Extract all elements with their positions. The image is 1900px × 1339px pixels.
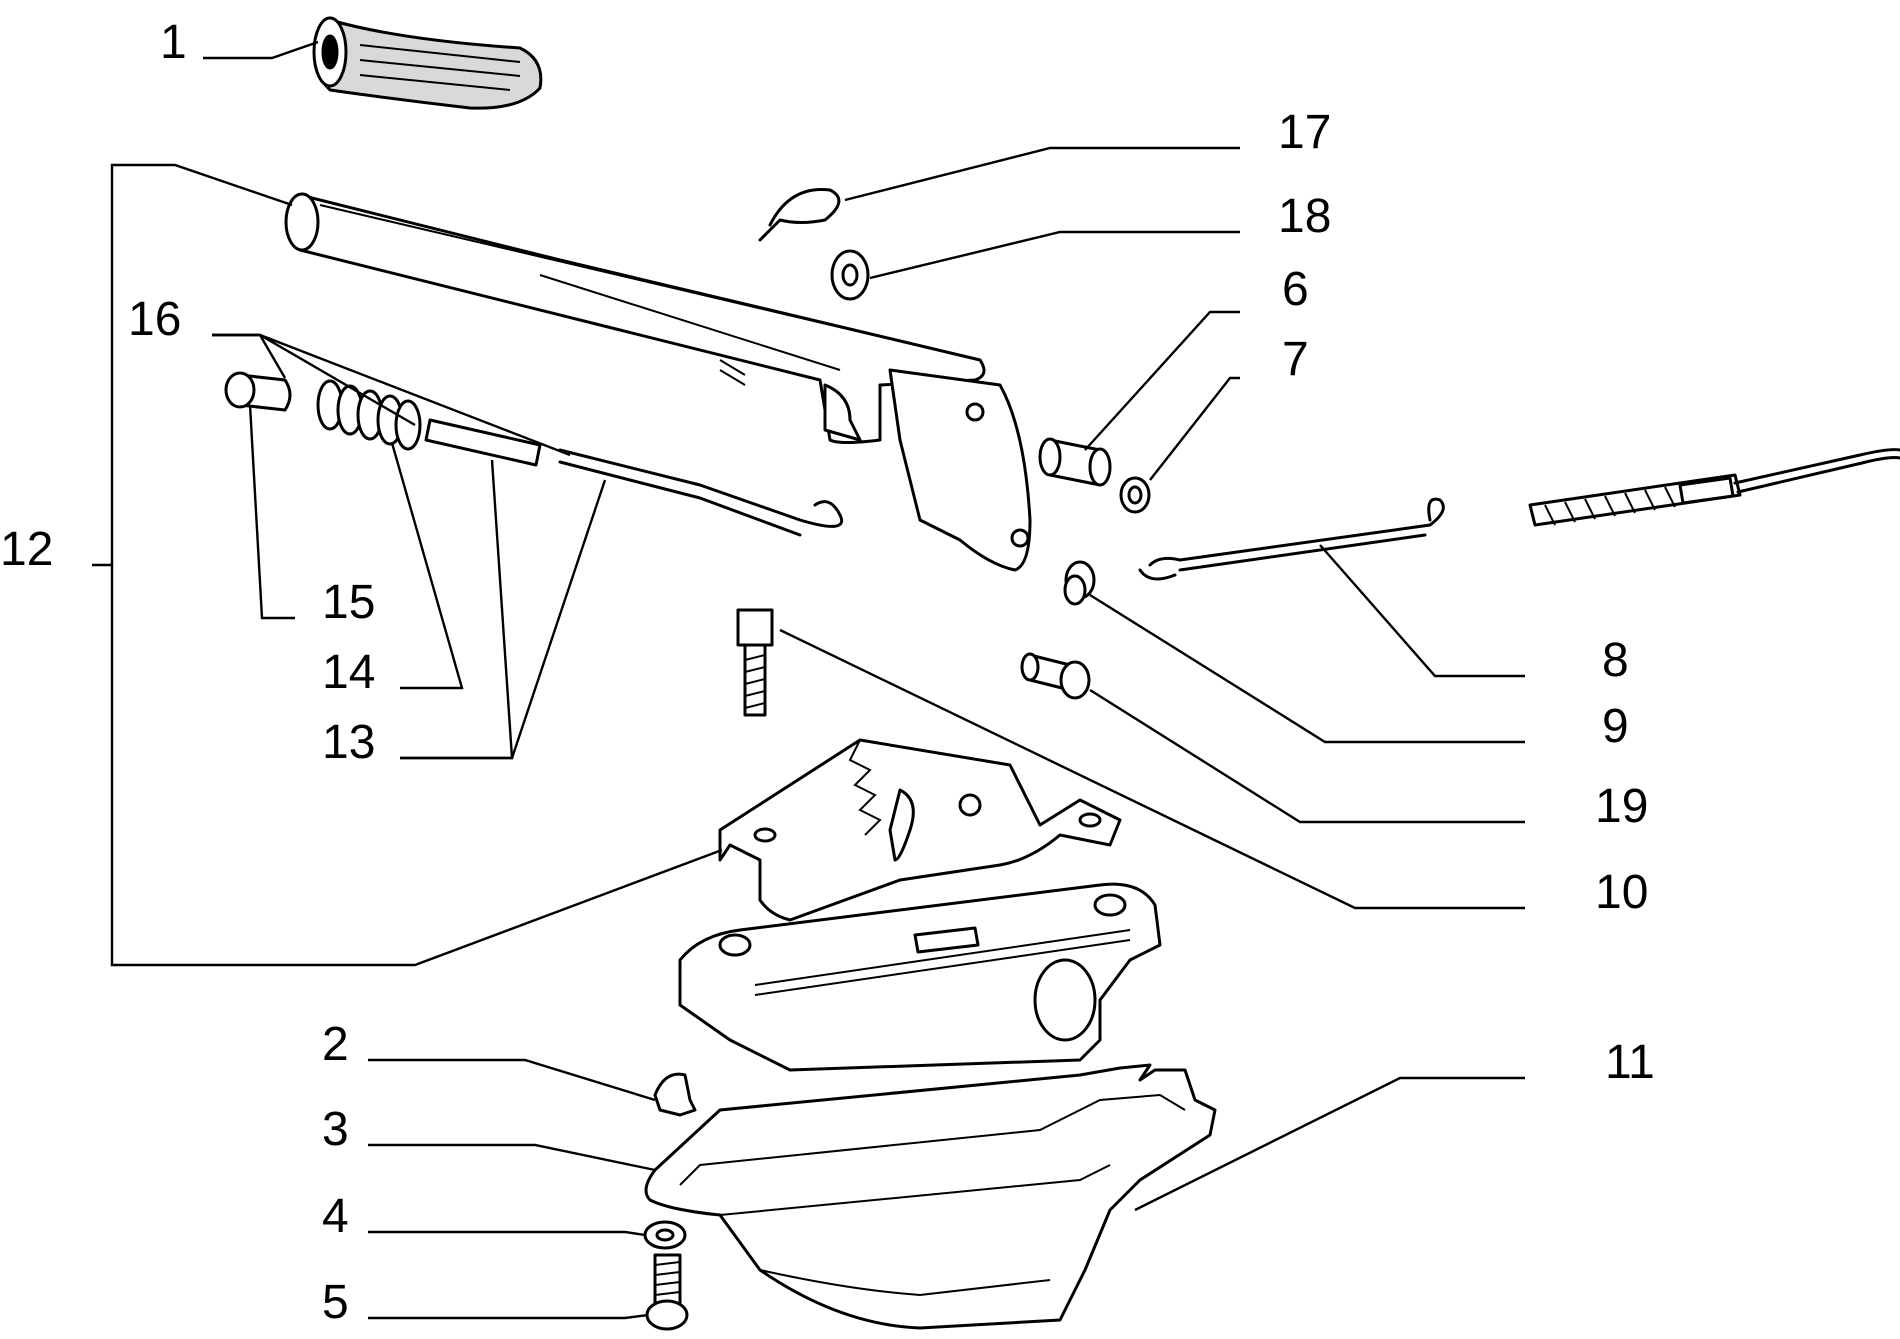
callout-15: 15 [322,576,375,629]
leader-4 [368,1230,646,1237]
part-10-bolt [736,608,774,717]
part-17-clip [758,187,841,242]
callout-1: 1 [160,16,187,69]
part-11-console-tray [644,1063,1217,1330]
callout-12: 12 [0,523,53,576]
leader-13b [400,479,607,760]
leader-7 [1149,376,1240,481]
leader-18 [869,230,1240,280]
part-12-lever-arm [284,192,1032,572]
callout-13: 13 [322,716,375,769]
leader-8 [1319,544,1525,678]
leader-13a [400,459,514,760]
leader-11 [1134,1076,1525,1212]
leader-9 [1089,593,1525,744]
callout-4: 4 [322,1190,349,1243]
part-9-spring-clip [1063,560,1096,606]
callout-2: 2 [322,1018,349,1071]
leader-6 [1084,310,1240,451]
lever-base-housing [678,882,1162,1072]
part-7-washer [1119,476,1151,514]
leader-17 [844,146,1240,202]
part-19-pin [1020,652,1091,700]
leader-15 [248,404,295,620]
callout-7: 7 [1282,333,1309,386]
callout-19: 19 [1595,780,1648,833]
callout-8: 8 [1602,634,1629,687]
part-2-clip-nut [653,1072,697,1117]
part-4-washer [643,1220,687,1250]
leader-5 [368,1313,649,1320]
leader-2 [368,1058,656,1102]
callout-3: 3 [322,1103,349,1156]
leader-14 [390,442,464,690]
callout-17: 17 [1278,106,1331,159]
part-13-release-rod [424,418,844,537]
part-1-handle-grip [312,16,543,110]
leader-19 [1089,688,1525,824]
callout-10: 10 [1595,866,1648,919]
leader-lines [92,40,1525,1320]
leader-16c [212,333,287,379]
part-18-washer [830,249,870,301]
part-15-push-button [224,371,292,412]
ratchet-quadrant [718,738,1122,922]
leader-12 [92,163,293,567]
callout-16: 16 [128,293,181,346]
part-8-rod [1138,497,1445,581]
callout-9: 9 [1602,700,1629,753]
part-6-bush [1038,437,1112,487]
leader-3 [368,1143,656,1172]
callout-18: 18 [1278,190,1331,243]
callout-labels: 1 2 3 4 5 6 7 8 9 10 11 12 13 14 15 16 1… [0,16,1655,1329]
callout-6: 6 [1282,263,1309,316]
brake-cable [1528,448,1900,527]
leader-1 [203,40,319,60]
leader-10 [779,628,1525,910]
callout-5: 5 [322,1276,349,1329]
leader-12b [110,565,723,967]
callout-11: 11 [1605,1036,1655,1089]
part-5-screw [645,1253,689,1331]
callout-14: 14 [322,646,375,699]
